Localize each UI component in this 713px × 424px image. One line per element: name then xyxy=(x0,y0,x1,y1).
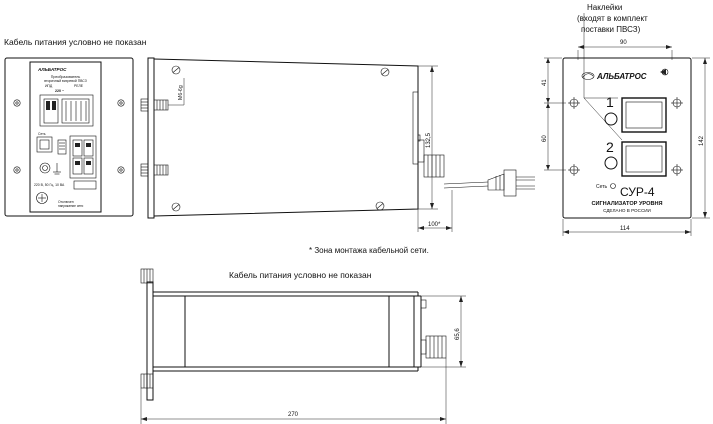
dim-656-label: 65,6 xyxy=(455,328,461,340)
left-label-relay: РЕЛЕ xyxy=(74,84,84,88)
left-front-panel: АЛЬБАТРОС Преобразователь вторичный вихр… xyxy=(4,57,134,217)
note-cable-not-shown-bottom: Кабель питания условно не показан xyxy=(229,270,372,280)
dim-270-label: 270 xyxy=(288,412,299,418)
left-supply-label: 220 В, 50 Гц, 10 ВА xyxy=(34,183,65,187)
dim-41-label: 41 xyxy=(542,79,548,86)
channel-2-label: 2 xyxy=(606,139,614,155)
dim-60-label: 60 xyxy=(542,135,548,142)
subtitle-label: СИГНАЛИЗАТОР УРОВНЯ xyxy=(591,201,662,207)
terminal-block-lower xyxy=(69,135,97,179)
side-front-plate xyxy=(147,57,155,219)
ground-note-box xyxy=(73,180,97,190)
fuse-holder xyxy=(36,192,48,204)
dim-90-label: 90 xyxy=(620,40,627,46)
note-cable-not-shown-top: Кабель питания условно не показан xyxy=(4,37,147,47)
set-label: Сеть xyxy=(596,184,608,190)
callout-line2: (входят в комплект xyxy=(577,14,648,23)
made-in-label: СДЕЛАНО В РОССИИ xyxy=(603,208,651,213)
dim-1325-label: 132,5 xyxy=(426,132,432,148)
right-panel-outline xyxy=(562,57,692,219)
note-cable-zone: * Зона монтажа кабельной сети. xyxy=(309,246,429,255)
right-brand-label: АЛЬБАТРОС xyxy=(596,72,647,81)
terminal-block-upper xyxy=(39,94,94,127)
sticker-callout: Наклейки (входят в комплект поставки ПВС… xyxy=(577,3,648,141)
channel-1-label: 1 xyxy=(606,94,614,110)
left-mode-label: 220 ~ xyxy=(55,89,64,93)
right-panel-mount-holes xyxy=(568,97,683,176)
left-check-label: Отключен xyxy=(58,200,74,204)
left-set-label: Сеть xyxy=(38,132,46,136)
channel-1-sticker xyxy=(621,97,667,133)
right-front-panel: 90 АЛЬБАТРОС 41 60 142 1 xyxy=(542,40,710,236)
right-brand-logo: АЛЬБАТРОС xyxy=(581,68,669,81)
left-title-line2: вторичный вихревой ПВСЗ xyxy=(44,79,87,83)
housing-screws xyxy=(171,65,390,212)
left-panel-outline xyxy=(4,57,134,217)
callout-line1: Наклейки xyxy=(587,3,622,12)
ground-terminal xyxy=(39,162,61,175)
left-title-line1: Преобразователь xyxy=(51,75,81,79)
channel-2-led xyxy=(604,156,618,170)
dim-100-label: 100* xyxy=(428,222,441,228)
channel-2-sticker xyxy=(621,141,667,177)
set-led xyxy=(610,183,616,189)
dim-m6-label: М6-6g xyxy=(178,85,184,100)
device-faceplate xyxy=(29,61,102,213)
bottom-top-view: 65,6 270 xyxy=(140,268,466,424)
dim-142-label: 142 xyxy=(699,135,705,146)
top-side-view: М6-6g 132,5 xyxy=(140,57,535,232)
left-label-ipd: ИПД xyxy=(45,84,53,88)
model-label: СУР-4 xyxy=(620,185,655,199)
left-check-label2: напряжение сети xyxy=(58,204,84,208)
mounting-studs xyxy=(140,98,169,177)
side-housing xyxy=(153,58,419,217)
channel-1-led xyxy=(604,112,618,126)
left-brand-label: АЛЬБАТРОС xyxy=(37,67,67,72)
power-cable-plug xyxy=(443,169,535,197)
callout-line3: поставки ПВСЗ) xyxy=(581,25,641,34)
left-panel-mount-holes xyxy=(13,99,125,174)
network-switch-block: Сеть xyxy=(36,132,67,155)
dim-114-label: 114 xyxy=(620,226,630,232)
